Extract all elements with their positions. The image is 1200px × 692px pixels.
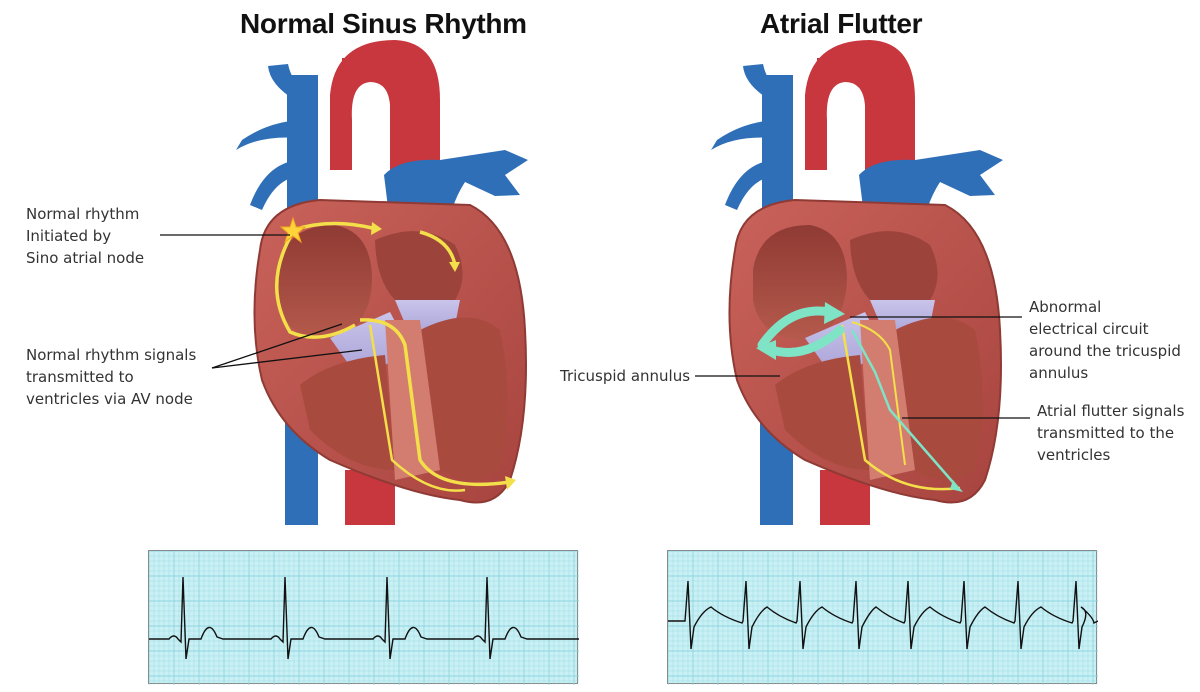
- abnormal-circuit-label: Abnormal electrical circuit around the t…: [1029, 298, 1181, 382]
- sa-node-label: Normal rhythm Initiated by Sino atrial n…: [26, 205, 145, 267]
- flutter-ecg-trace: [668, 551, 1098, 685]
- sa-node-star-icon: [279, 216, 307, 244]
- atrial-flutter-title: Atrial Flutter: [760, 8, 923, 39]
- normal-ecg-line: [149, 576, 579, 660]
- flutter-signals-label: Atrial flutter signals transmitted to th…: [1037, 402, 1185, 464]
- av-node-label: Normal rhythm signals transmitted to ven…: [26, 346, 197, 408]
- normal-ecg-strip: [148, 550, 579, 685]
- flutter-heart-graphic: [695, 40, 1030, 525]
- normal-sinus-rhythm-title: Normal Sinus Rhythm: [240, 8, 527, 39]
- tricuspid-annulus-label: Tricuspid annulus: [560, 367, 691, 385]
- normal-ecg-trace: [149, 551, 579, 685]
- normal-heart-graphic: [160, 40, 528, 525]
- flutter-ecg-strip: [667, 550, 1098, 685]
- flutter-ecg-line: [668, 580, 1098, 650]
